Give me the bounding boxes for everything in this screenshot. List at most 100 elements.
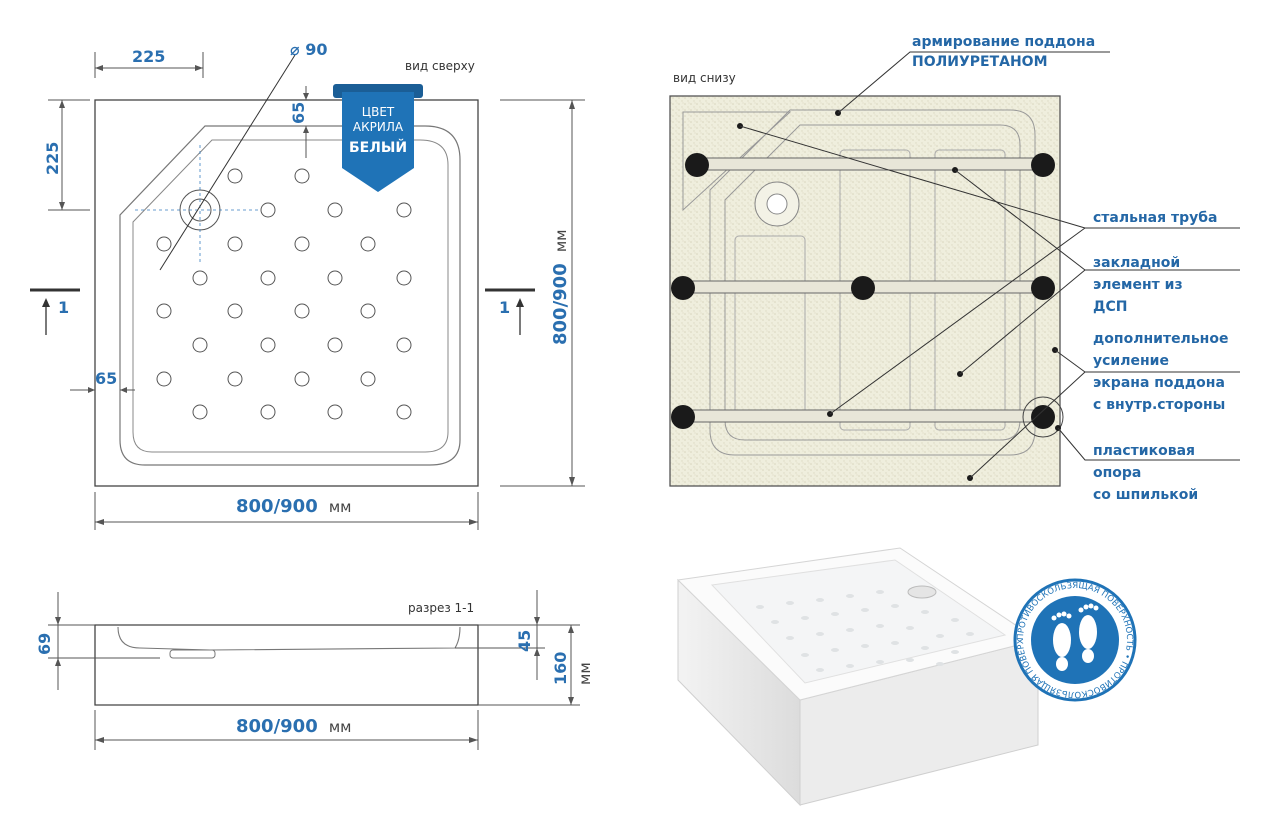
dot (227, 303, 243, 319)
dot (327, 202, 343, 218)
badge-line3: БЕЛЫЙ (349, 139, 407, 156)
section-width-value: 800/900 (236, 716, 318, 737)
dim-225-vertical: 225 (43, 142, 62, 175)
tray-drain (907, 585, 937, 599)
callout-insert-2: элемент из (1093, 277, 1183, 293)
bottom-view: вид снизу (669, 34, 1240, 503)
view-label-bottom: вид снизу (673, 71, 736, 85)
dim-rim-top: 65 (289, 102, 308, 124)
dim-160-unit: мм (576, 662, 594, 685)
tray-3d-render (676, 547, 1040, 807)
tray-rim-inner (132, 139, 449, 453)
dot (294, 168, 310, 184)
dot (156, 303, 172, 319)
dot (260, 202, 276, 218)
dot (260, 404, 276, 420)
callout-support-3: со шпилькой (1093, 487, 1198, 503)
callout-extra-1: дополнительное (1093, 331, 1228, 347)
antislip-badge-core (1031, 596, 1119, 684)
view-label-top: вид сверху (405, 59, 475, 73)
dot (360, 236, 376, 252)
dot (156, 371, 172, 387)
dot (396, 202, 412, 218)
antislip-dots (156, 168, 412, 420)
support-pad (671, 405, 695, 429)
dim-225-horizontal: 225 (132, 47, 165, 66)
dot (396, 404, 412, 420)
support-pad (1031, 276, 1055, 300)
dot (156, 236, 172, 252)
callout-extra-3: экрана поддона (1093, 375, 1225, 391)
callout-support-2: опора (1093, 465, 1141, 481)
tray-outline (94, 99, 479, 487)
bottom-rim-inner (724, 124, 1021, 441)
dim-69: 69 (35, 633, 54, 655)
callout-extra-2: усиление (1093, 353, 1169, 369)
callout-insert-1: закладной (1093, 255, 1180, 271)
dot (294, 303, 310, 319)
dot (327, 337, 343, 353)
section-width-unit: мм (329, 718, 352, 736)
dot (294, 236, 310, 252)
callout-extra-4: с внутр.стороны (1093, 397, 1225, 413)
dot (192, 404, 208, 420)
section-drain (169, 649, 216, 659)
section-view: 69 45 160 мм 800/900 мм разрез 1-1 (35, 590, 594, 750)
dot (227, 168, 243, 184)
support-pad-highlight (1022, 396, 1064, 438)
callout-support-1: пластиковая (1093, 443, 1195, 459)
dim-width-group: 800/900 мм (236, 496, 351, 517)
view-label-section: разрез 1-1 (408, 601, 474, 615)
support-pad (1031, 153, 1055, 177)
acrylic-color-badge: ЦВЕТ АКРИЛА БЕЛЫЙ (333, 84, 423, 192)
dim-160-group: 160 (551, 652, 570, 685)
callout-reinforce-2: ПОЛИУРЕТАНОМ (912, 54, 1048, 70)
callout-steel: стальная труба (1093, 210, 1217, 226)
callout-reinforce-1: армирование поддона (912, 34, 1095, 50)
section-outline (94, 624, 479, 706)
support-pad (685, 153, 709, 177)
top-view: 225 225 ⌀ 90 65 65 1 1 (30, 40, 585, 530)
tray-dots (756, 590, 974, 672)
drain-leader (159, 54, 296, 271)
footprints-icon (1051, 603, 1099, 671)
dot (227, 371, 243, 387)
dim-width-value: 800/900 (236, 496, 318, 517)
dim-160: 160 (551, 652, 570, 685)
steel-bar-top (689, 157, 1041, 171)
dim-height-group: 800/900 мм (550, 230, 571, 345)
callout-insert-3: ДСП (1093, 299, 1127, 315)
leader-lines (739, 51, 1240, 479)
bottom-rim-outer (709, 109, 1036, 456)
dot (327, 404, 343, 420)
tray-rim-outer (119, 125, 461, 466)
dot (227, 236, 243, 252)
badge-line1: ЦВЕТ (362, 105, 395, 119)
dot (192, 270, 208, 286)
dim-height-unit: мм (552, 230, 570, 253)
dim-height-value: 800/900 (550, 263, 571, 345)
dot (192, 337, 208, 353)
dot (396, 270, 412, 286)
dim-rim-left: 65 (95, 369, 117, 388)
dim-drain-diameter: ⌀ 90 (290, 40, 327, 59)
badge-ribbon (342, 92, 414, 192)
dot (260, 270, 276, 286)
dot (260, 337, 276, 353)
dot (294, 371, 310, 387)
steel-bar-bottom (682, 409, 1044, 423)
support-pad (1031, 405, 1055, 429)
dot (360, 303, 376, 319)
dim-45: 45 (515, 630, 534, 652)
section-mark-right: 1 (499, 298, 510, 317)
section-width-group: 800/900 мм (236, 716, 351, 737)
dot (327, 270, 343, 286)
dot (396, 337, 412, 353)
support-pad (671, 276, 695, 300)
section-mark-left: 1 (58, 298, 69, 317)
bottom-drain-hole (766, 193, 788, 215)
dim-width-unit: мм (329, 498, 352, 516)
dot (360, 371, 376, 387)
support-pad (851, 276, 875, 300)
